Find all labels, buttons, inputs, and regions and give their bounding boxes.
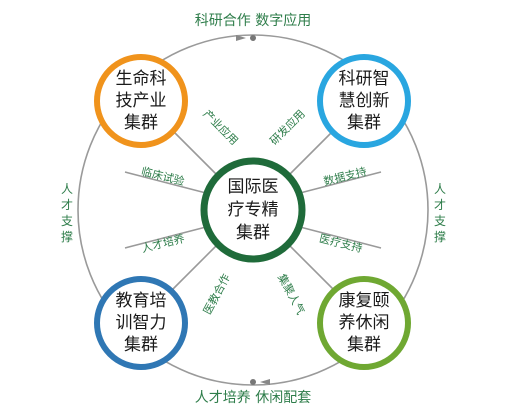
svg-text:养休闲: 养休闲 <box>339 313 390 333</box>
svg-text:支: 支 <box>434 214 446 228</box>
svg-text:集群: 集群 <box>236 223 270 243</box>
svg-text:集群: 集群 <box>124 335 158 355</box>
svg-text:训智力: 训智力 <box>116 313 167 333</box>
ring-label-left: 人 才 支 撑 <box>61 182 73 244</box>
ring-label-right: 人 才 支 撑 <box>434 182 446 244</box>
ring-arrow-bottom <box>260 379 270 385</box>
spoke-top-left <box>169 127 225 183</box>
svg-text:集群: 集群 <box>347 113 381 133</box>
spoke-bottom-left <box>169 237 225 293</box>
spoke-label-medical-education: 医教合作 <box>200 271 233 316</box>
svg-text:技产业: 技产业 <box>116 91 167 111</box>
svg-text:撑: 撑 <box>434 229 446 244</box>
svg-text:人: 人 <box>61 182 73 196</box>
ring-label-top: 科研合作 数字应用 <box>195 12 311 29</box>
spoke-left-upper <box>124 171 207 194</box>
svg-text:疗专精: 疗专精 <box>228 200 279 220</box>
cluster-node-life-science: 生命科 技产业 集群 <box>94 54 188 148</box>
svg-text:才: 才 <box>434 198 446 212</box>
svg-text:集群: 集群 <box>347 335 381 355</box>
svg-text:生命科: 生命科 <box>116 69 167 89</box>
svg-text:科研智: 科研智 <box>339 69 390 89</box>
svg-text:集群: 集群 <box>124 113 158 133</box>
ring-dot-top <box>250 35 256 41</box>
svg-text:教育培: 教育培 <box>116 291 167 311</box>
spoke-label-industry-application: 产业应用 <box>200 107 241 148</box>
ring-label-bottom: 人才培养 休闲配套 <box>195 390 311 406</box>
svg-text:撑: 撑 <box>61 229 73 244</box>
spoke-label-medical-support: 医疗支持 <box>318 231 364 255</box>
spoke-label-clinical-trial: 临床试验 <box>140 164 186 188</box>
cluster-node-rehab-leisure: 康复颐 养休闲 集群 <box>317 276 411 370</box>
center-cluster-node: 国际医 疗专精 集群 <box>200 157 306 263</box>
svg-text:慧创新: 慧创新 <box>339 91 390 111</box>
spoke-top-right <box>281 127 337 183</box>
spoke-right-upper <box>299 171 382 194</box>
svg-text:国际医: 国际医 <box>228 177 279 197</box>
svg-text:人: 人 <box>434 182 446 196</box>
cluster-node-education: 教育培 训智力 集群 <box>94 276 188 370</box>
cluster-node-research-innovation: 科研智 慧创新 集群 <box>317 54 411 148</box>
spoke-bottom-right <box>281 237 337 293</box>
spoke-label-data-support: 数据支持 <box>322 164 368 188</box>
spoke-label-talent-training: 人才培养 <box>140 231 186 255</box>
ring-arrow-top <box>236 35 246 41</box>
svg-text:才: 才 <box>61 198 73 212</box>
spoke-label-popularity: 集聚人气 <box>275 271 308 316</box>
svg-text:支: 支 <box>61 214 73 228</box>
svg-text:康复颐: 康复颐 <box>339 291 390 311</box>
spoke-right-lower <box>299 226 382 249</box>
spoke-label-rd-application: 研发应用 <box>267 107 308 148</box>
ring-dot-bottom <box>250 379 256 385</box>
spoke-left-lower <box>124 226 207 249</box>
